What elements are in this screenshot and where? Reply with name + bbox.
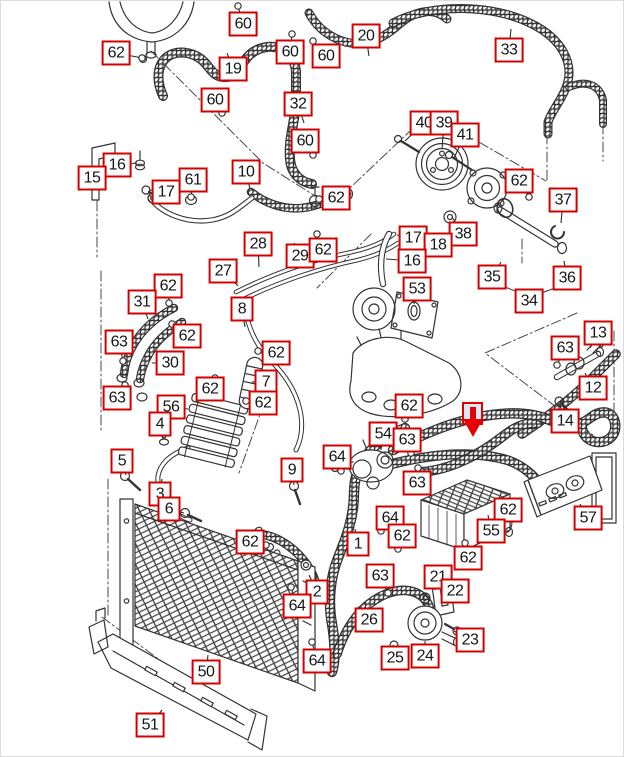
callout-part-16[interactable]: 16: [397, 248, 427, 274]
callout-part-22[interactable]: 22: [440, 578, 470, 604]
callout-part-32[interactable]: 32: [283, 91, 313, 117]
callout-part-19[interactable]: 19: [218, 56, 248, 82]
callout-part-34[interactable]: 34: [514, 288, 544, 314]
callout-part-37[interactable]: 37: [548, 187, 578, 213]
callout-part-51[interactable]: 51: [135, 712, 165, 738]
callout-part-62[interactable]: 62: [321, 185, 351, 211]
lower-crossmember: [88, 607, 268, 751]
oil-cooler: [119, 390, 302, 523]
callout-part-62[interactable]: 62: [261, 340, 291, 366]
callout-part-63[interactable]: 63: [402, 470, 432, 496]
callout-part-18[interactable]: 18: [423, 232, 453, 258]
callout-part-13[interactable]: 13: [583, 320, 613, 346]
callout-part-62[interactable]: 62: [172, 323, 202, 349]
callout-part-15[interactable]: 15: [77, 165, 107, 191]
coolant-distribution-housing: [329, 437, 394, 490]
callout-part-62[interactable]: 62: [153, 273, 183, 299]
callout-part-50[interactable]: 50: [191, 659, 221, 685]
callout-part-63[interactable]: 63: [104, 329, 134, 355]
callout-part-23[interactable]: 23: [455, 627, 485, 653]
callout-part-1[interactable]: 1: [346, 531, 370, 557]
callout-part-60[interactable]: 60: [290, 128, 320, 154]
callout-part-35[interactable]: 35: [477, 264, 507, 290]
callout-part-4[interactable]: 4: [148, 411, 172, 437]
callout-part-62[interactable]: 62: [394, 393, 424, 419]
callout-part-64[interactable]: 64: [282, 593, 312, 619]
callout-part-63[interactable]: 63: [392, 427, 422, 453]
callout-part-63[interactable]: 63: [365, 563, 395, 589]
callout-part-38[interactable]: 38: [448, 221, 478, 247]
callout-part-28[interactable]: 28: [243, 231, 273, 257]
callout-part-33[interactable]: 33: [494, 37, 524, 63]
callout-part-64[interactable]: 64: [302, 648, 332, 674]
callout-part-62[interactable]: 62: [504, 168, 534, 194]
callout-part-62[interactable]: 62: [493, 497, 523, 523]
callout-part-14[interactable]: 14: [550, 408, 580, 434]
callout-part-60[interactable]: 60: [311, 43, 341, 69]
callout-part-10[interactable]: 10: [231, 159, 261, 185]
callout-part-25[interactable]: 25: [380, 645, 410, 671]
callout-part-57[interactable]: 57: [573, 505, 603, 531]
callout-part-62[interactable]: 62: [387, 523, 417, 549]
callout-part-31[interactable]: 31: [127, 289, 157, 315]
callout-part-62[interactable]: 62: [308, 237, 338, 263]
callout-part-6[interactable]: 6: [157, 496, 181, 522]
callout-part-41[interactable]: 41: [450, 122, 480, 148]
callout-part-12[interactable]: 12: [578, 375, 608, 401]
callout-part-16[interactable]: 16: [102, 152, 132, 178]
callout-part-55[interactable]: 55: [476, 518, 506, 544]
callout-part-62[interactable]: 62: [248, 390, 278, 416]
callout-part-53[interactable]: 53: [402, 276, 432, 302]
callout-part-60[interactable]: 60: [200, 87, 230, 113]
callout-part-27[interactable]: 27: [208, 258, 238, 284]
callout-part-63[interactable]: 63: [102, 385, 132, 411]
callout-part-62[interactable]: 62: [101, 40, 131, 66]
callout-part-60[interactable]: 60: [228, 11, 258, 37]
callout-part-61[interactable]: 61: [178, 167, 208, 193]
callout-part-20[interactable]: 20: [351, 23, 381, 49]
callout-part-30[interactable]: 30: [155, 350, 185, 376]
callout-part-62[interactable]: 62: [453, 545, 483, 571]
callout-part-8[interactable]: 8: [230, 296, 254, 322]
callout-part-63[interactable]: 63: [550, 335, 580, 361]
callout-part-64[interactable]: 64: [322, 444, 352, 470]
callout-part-26[interactable]: 26: [354, 607, 384, 633]
callout-part-24[interactable]: 24: [410, 643, 440, 669]
water-pipe-fittings: [493, 202, 568, 255]
callout-part-17[interactable]: 17: [151, 179, 181, 205]
callout-part-60[interactable]: 60: [275, 39, 305, 65]
callout-part-62[interactable]: 62: [235, 529, 265, 555]
callout-part-36[interactable]: 36: [552, 265, 582, 291]
callout-part-9[interactable]: 9: [280, 457, 304, 483]
selection-arrow-icon: [463, 407, 483, 437]
callout-part-5[interactable]: 5: [110, 448, 134, 474]
callout-part-62[interactable]: 62: [195, 376, 225, 402]
